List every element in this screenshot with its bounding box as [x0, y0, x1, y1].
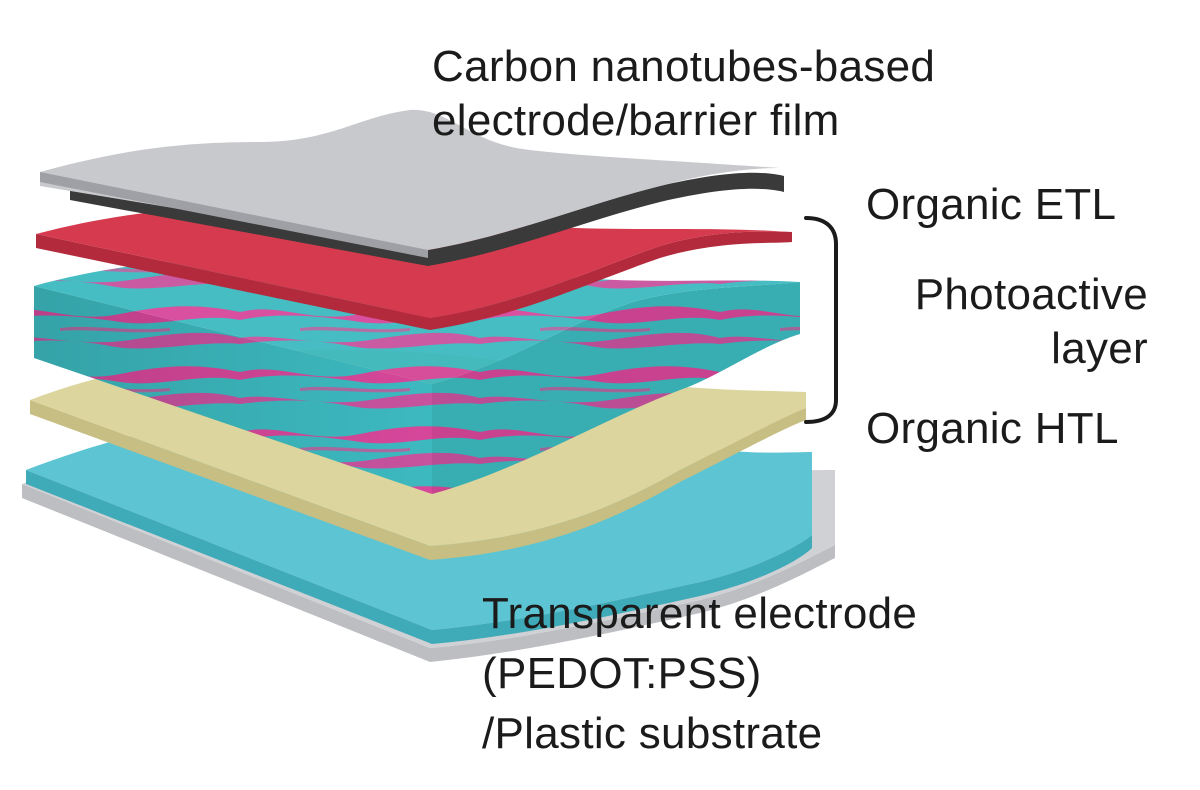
photoactive-label: Photoactive layer: [866, 268, 1148, 376]
cnt-electrode-label: Carbon nanotubes-based electrode/barrier…: [432, 40, 935, 148]
transparent-electrode-label-line1: Transparent electrode: [482, 589, 918, 638]
cnt-electrode-barrier-layer: [40, 109, 784, 266]
transparent-electrode-label-line3: /Plastic substrate: [482, 709, 823, 758]
etl-label: Organic ETL: [866, 180, 1117, 229]
transparent-electrode-label: Transparent electrode (PEDOT:PSS) /Plast…: [482, 584, 917, 764]
cnt-electrode-label-line2: electrode/barrier film: [432, 96, 840, 145]
photoactive-label-line2: layer: [1051, 324, 1148, 373]
photoactive-label-line1: Photoactive: [914, 270, 1148, 319]
photoactive-group-bracket: [804, 216, 838, 424]
cnt-electrode-label-line1: Carbon nanotubes-based: [432, 42, 936, 91]
htl-label: Organic HTL: [866, 404, 1119, 453]
transparent-electrode-label-line2: (PEDOT:PSS): [482, 649, 762, 698]
